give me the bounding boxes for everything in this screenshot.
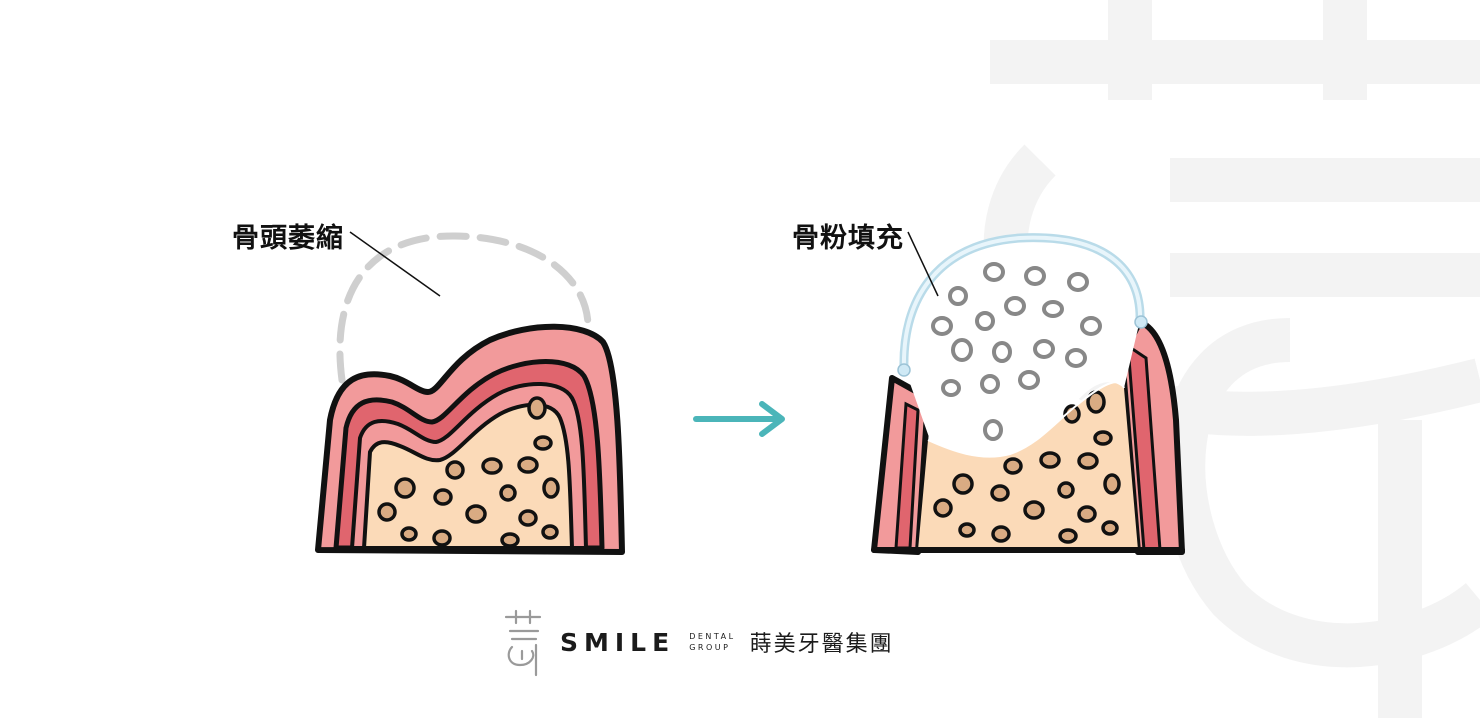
brand-chinese-name: 蒔美牙醫集團 — [749, 632, 894, 657]
bone-outline — [927, 381, 1125, 458]
brand-subtitle: DENTAL GROUP — [689, 631, 735, 653]
brand-name: SMILE — [560, 627, 676, 657]
label-bone-graft: 骨粉填充 — [792, 223, 904, 254]
original-bone-outline — [336, 232, 592, 384]
graft-leader-line — [907, 231, 939, 297]
bone — [362, 402, 574, 550]
bone-cells-right — [933, 390, 1121, 544]
bone-cells — [377, 396, 560, 548]
brand-logo-icon — [504, 609, 542, 677]
graft-particles — [931, 262, 1102, 441]
label-bone-atrophy: 骨頭萎縮 — [232, 223, 344, 254]
brand-footer: SMILE DENTAL GROUP 蒔美牙醫集團 — [500, 606, 894, 678]
brand-sub-line-2: GROUP — [689, 643, 731, 652]
brand-sub-line-1: DENTAL — [689, 632, 736, 641]
atrophy-leader-line — [349, 231, 441, 297]
